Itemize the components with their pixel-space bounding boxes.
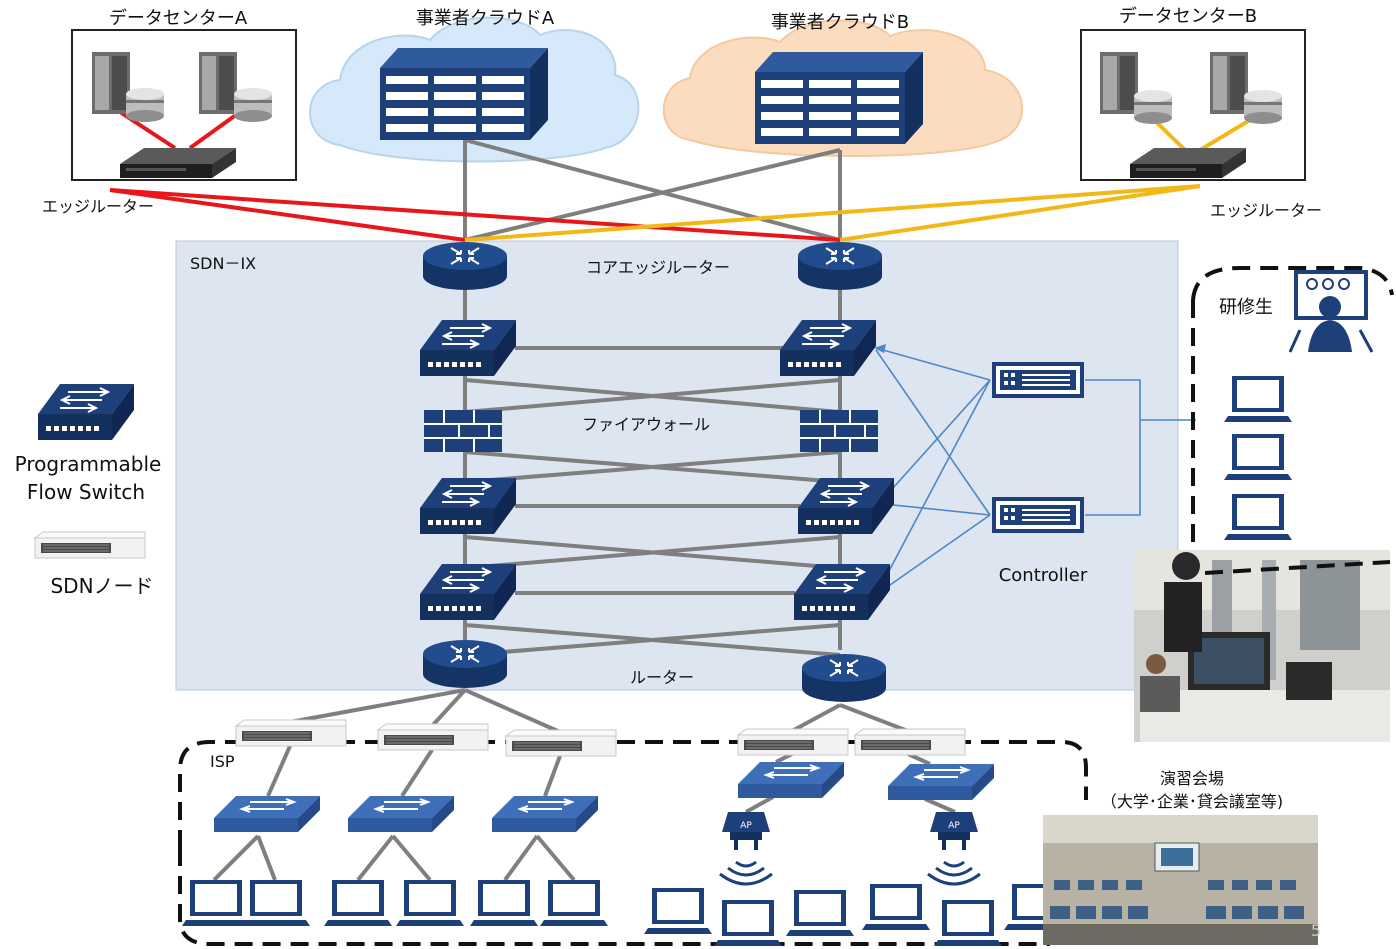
exercise-venue-photo (1043, 815, 1318, 945)
firewall-label: ファイアウォール (582, 415, 710, 434)
cloud-a-label: 事業者クラウドA (416, 8, 555, 29)
controller-label: Controller (999, 565, 1088, 586)
trainee-label: 研修生 (1219, 297, 1273, 318)
storage-icon (1134, 90, 1172, 124)
ap-label: AP (948, 821, 960, 831)
cloud-b-label: 事業者クラウドB (771, 12, 909, 33)
laptop-icon (934, 900, 1002, 946)
legend-switch-icon (37, 383, 135, 441)
isp-label: ISP (210, 752, 235, 771)
legend-sdn-node-label: SDNノード (50, 574, 153, 598)
monitor-person-icon (1288, 270, 1374, 353)
laptop-icon (786, 890, 854, 936)
laptop-icon (396, 880, 464, 926)
wifi-icon (926, 860, 982, 886)
laptop-icon (182, 880, 250, 926)
ap-label: AP (740, 821, 752, 831)
dc-a-label: データセンターA (109, 8, 248, 29)
firewall-icon (799, 409, 879, 453)
edge-router-icon (1130, 148, 1246, 178)
controller-icon (991, 361, 1085, 399)
storage-icon (234, 88, 272, 122)
wifi-icon (718, 860, 774, 886)
access-point-icon (930, 812, 978, 850)
controller-icon (991, 496, 1085, 534)
router-icon (422, 639, 508, 689)
training-lab-photo (1134, 550, 1390, 742)
server-tower-icon (199, 52, 237, 114)
sdn-node-icon (377, 723, 489, 751)
laptop-icon (714, 900, 782, 946)
venue-label-2: （大学･企業･貸会議室等) (1101, 792, 1283, 811)
router-icon (797, 241, 883, 291)
server-tower-icon (1210, 52, 1248, 114)
page-number: 5 (1311, 921, 1321, 940)
core-edge-router-label: コアエッジルーター (586, 258, 730, 277)
switch-icon (737, 761, 845, 799)
laptop-icon (324, 880, 392, 926)
legend-switch-label-2: Flow Switch (27, 480, 145, 504)
router-label: ルーター (630, 668, 694, 687)
gray-links (212, 138, 956, 882)
dc-b-label: データセンターB (1119, 6, 1257, 27)
server-tower-icon (92, 52, 130, 114)
server-tower-icon (1100, 52, 1138, 114)
controller-links (875, 347, 1196, 593)
switch-icon (491, 795, 599, 833)
edge-router-icon (120, 148, 236, 178)
sdn-node-icon (505, 729, 617, 757)
storage-icon (1244, 90, 1282, 124)
legend-switch-label-1: Programmable (15, 452, 162, 476)
laptop-icon (242, 880, 310, 926)
trainee-area-border-bottom (1204, 560, 1391, 575)
venue-label-1: 演習会場 (1160, 769, 1224, 788)
sdn-node-icon (854, 728, 966, 756)
sdn-node-icon (737, 728, 849, 756)
switch-icon (887, 763, 995, 801)
access-point-icon (722, 812, 770, 850)
laptop-icon (1224, 494, 1292, 540)
switch-icon (347, 795, 455, 833)
isp-area-border (178, 740, 1088, 848)
laptop-icon (862, 884, 930, 930)
trainee-area-border (1191, 266, 1394, 301)
switch-icon (213, 795, 321, 833)
edge-router-label-left: エッジルーター (42, 197, 154, 216)
legend-sdn-node-icon (34, 531, 146, 559)
sdn-ix-label: SDN－IX (190, 254, 256, 273)
router-icon (801, 653, 887, 703)
laptop-icon (1224, 434, 1292, 480)
laptop-icon (470, 880, 538, 926)
sdn-node-icon (235, 719, 347, 747)
router-icon (422, 241, 508, 291)
cloud-server-rack-icon (755, 52, 923, 144)
firewall-icon (423, 409, 503, 453)
edge-router-label-right: エッジルーター (1210, 201, 1322, 220)
laptop-icon (1224, 376, 1292, 422)
laptop-icon (540, 880, 608, 926)
laptop-icon (644, 888, 712, 934)
storage-icon (126, 88, 164, 122)
cloud-server-rack-icon (380, 48, 548, 140)
